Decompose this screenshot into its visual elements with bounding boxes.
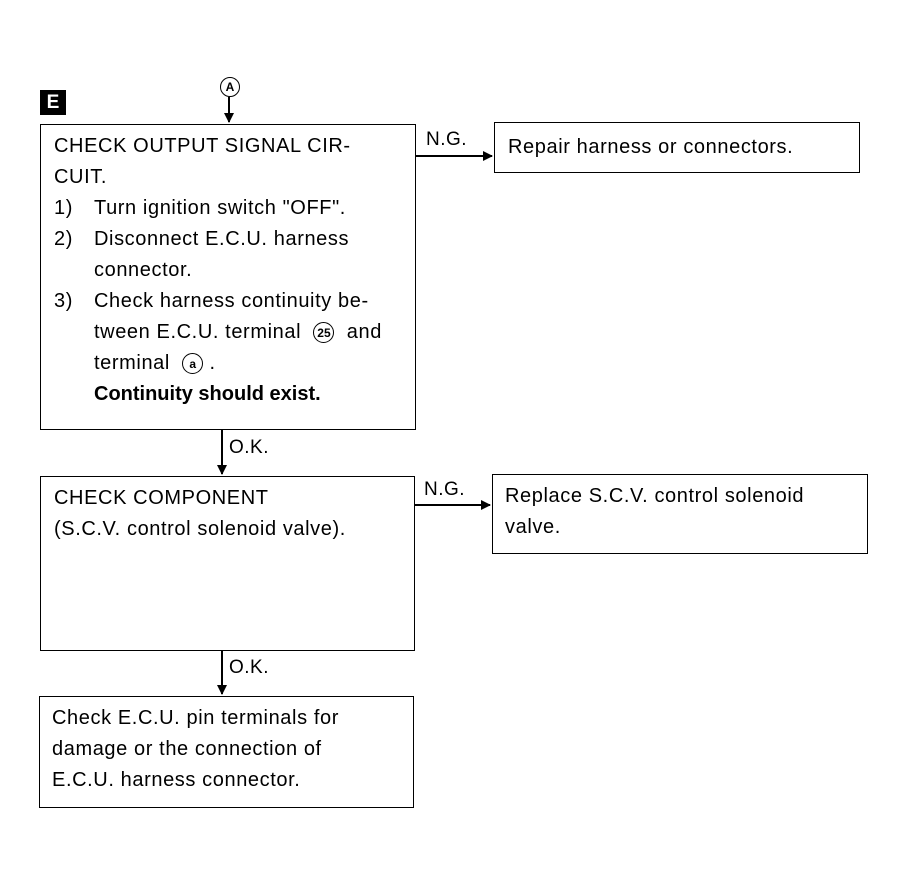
step2-text-a: Disconnect E.C.U. harness xyxy=(94,228,350,250)
step2-number: 2) xyxy=(54,228,73,250)
final-line3: E.C.U. harness connector. xyxy=(52,769,301,791)
box1-expected-result: Continuity should exist. xyxy=(94,383,321,405)
box1-step2: 2) Disconnect E.C.U. harness xyxy=(54,224,415,255)
step3-text-b-pre: tween E.C.U. terminal xyxy=(94,321,302,343)
box1-step2-cont: connector. xyxy=(94,259,193,281)
replace-line2: valve. xyxy=(505,516,561,538)
final-line2: damage or the connection of xyxy=(52,738,322,760)
connector-a-symbol: A xyxy=(220,77,240,97)
check-ecu-pins-box: Check E.C.U. pin terminals for damage or… xyxy=(39,696,414,808)
box1-step1: 1) Turn ignition switch "OFF". xyxy=(54,193,415,224)
final-line1: Check E.C.U. pin terminals for xyxy=(52,707,339,729)
ok-label-1: O.K. xyxy=(229,437,270,458)
step-label-e: E xyxy=(40,90,66,115)
repair-text: Repair harness or connectors. xyxy=(508,136,794,158)
step3-text-c-post: . xyxy=(209,352,216,374)
step3-text-b-post: and xyxy=(346,321,382,343)
ng-label-1: N.G. xyxy=(426,129,468,150)
step1-text: Turn ignition switch "OFF". xyxy=(94,197,346,219)
box2-line2: (S.C.V. control solenoid valve). xyxy=(54,518,346,540)
terminal-25-symbol: 25 xyxy=(313,322,335,344)
ng-label-2: N.G. xyxy=(424,479,466,500)
step3-text-a: Check harness continuity be- xyxy=(94,290,369,312)
replace-valve-box: Replace S.C.V. control solenoid valve. xyxy=(492,474,868,554)
step3-number: 3) xyxy=(54,290,73,312)
ok-label-2: O.K. xyxy=(229,657,270,678)
box1-title-line1: CHECK OUTPUT SIGNAL CIR- xyxy=(54,135,351,157)
step3-text-c-pre: terminal xyxy=(94,352,170,374)
box2-line1: CHECK COMPONENT xyxy=(54,487,269,509)
check-component-box: CHECK COMPONENT (S.C.V. control solenoid… xyxy=(40,476,415,651)
box1-step3-cont2: terminal a . xyxy=(54,348,415,379)
step1-number: 1) xyxy=(54,197,73,219)
box1-step3-cont1: tween E.C.U. terminal 25 and xyxy=(54,317,415,348)
box1-step3: 3) Check harness continuity be- xyxy=(54,286,415,317)
box1-title-line2: CUIT. xyxy=(54,166,107,188)
repair-harness-box: Repair harness or connectors. xyxy=(494,122,860,173)
terminal-a-symbol: a xyxy=(182,353,204,375)
check-output-signal-box: CHECK OUTPUT SIGNAL CIR- CUIT. 1) Turn ig… xyxy=(40,124,416,430)
replace-line1: Replace S.C.V. control solenoid xyxy=(505,485,805,507)
